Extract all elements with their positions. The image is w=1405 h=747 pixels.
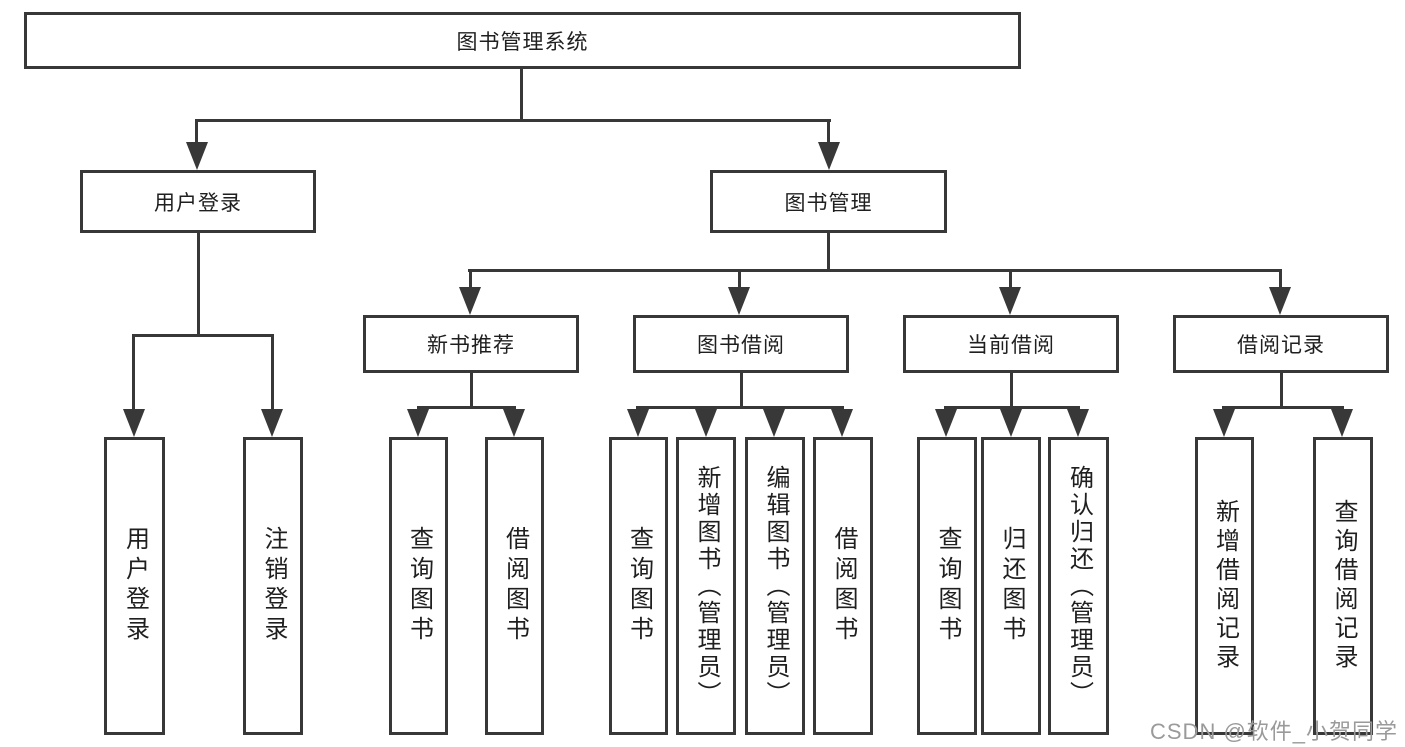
connector-line <box>827 233 830 272</box>
arrow-down-icon <box>1331 409 1353 437</box>
leaf-bb-edit-books-admin: 编辑图书（管理员） <box>745 437 805 735</box>
node-user-login: 用户登录 <box>80 170 316 233</box>
connector-line <box>738 269 741 291</box>
arrow-down-icon <box>1269 287 1291 315</box>
leaf-nbr-borrow-books: 借阅图书 <box>485 437 544 735</box>
leaf-logout-login-label: 注销登录 <box>260 526 287 646</box>
arrow-down-icon <box>123 409 145 437</box>
arrow-down-icon <box>818 142 840 170</box>
leaf-br-query-record: 查询借阅记录 <box>1313 437 1373 735</box>
arrow-down-icon <box>999 287 1021 315</box>
node-borrowing-records-label: 借阅记录 <box>1237 334 1325 357</box>
arrow-down-icon <box>503 409 525 437</box>
leaf-br-add-record: 新增借阅记录 <box>1195 437 1254 735</box>
arrow-down-icon <box>1000 409 1022 437</box>
connector-line <box>944 406 1080 409</box>
connector-line <box>1010 373 1013 409</box>
connector-line <box>1280 373 1283 409</box>
node-book-borrowing-label: 图书借阅 <box>697 334 785 357</box>
connector-line <box>1009 269 1012 291</box>
leaf-bb-query-books: 查询图书 <box>609 437 668 735</box>
leaf-cb-return-books: 归还图书 <box>981 437 1041 735</box>
node-user-login-label: 用户登录 <box>154 191 242 215</box>
arrow-down-icon <box>627 409 649 437</box>
arrow-down-icon <box>831 409 853 437</box>
arrow-down-icon <box>407 409 429 437</box>
connector-line <box>1279 269 1282 291</box>
node-root: 图书管理系统 <box>24 12 1021 69</box>
connector-line <box>197 233 200 337</box>
leaf-bb-add-books-admin: 新增图书（管理员） <box>676 437 736 735</box>
connector-line <box>740 373 743 409</box>
connector-line <box>195 119 831 122</box>
leaf-cb-confirm-return-admin-label: 确认归还（管理员） <box>1065 464 1093 708</box>
leaf-user-login: 用户登录 <box>104 437 165 735</box>
connector-line <box>827 119 830 146</box>
leaf-logout-login: 注销登录 <box>243 437 303 735</box>
node-book-management-label: 图书管理 <box>784 191 873 215</box>
connector-line <box>468 269 1282 272</box>
leaf-br-add-record-label: 新增借阅记录 <box>1211 499 1239 673</box>
arrow-down-icon <box>261 409 283 437</box>
watermark: CSDN @软件_小贺同学 <box>1150 719 1399 744</box>
connector-line <box>132 334 135 412</box>
arrow-down-icon <box>459 287 481 315</box>
node-current-borrowing-label: 当前借阅 <box>967 334 1055 357</box>
node-new-book-recommend-label: 新书推荐 <box>427 334 515 357</box>
node-book-management: 图书管理 <box>710 170 947 233</box>
leaf-br-query-record-label: 查询借阅记录 <box>1330 499 1357 673</box>
leaf-bb-add-books-admin-label: 新增图书（管理员） <box>693 464 720 708</box>
leaf-cb-query-books: 查询图书 <box>917 437 977 735</box>
connector-line <box>520 68 523 122</box>
connector-line <box>271 334 274 412</box>
leaf-nbr-query-books-label: 查询图书 <box>405 526 433 646</box>
leaf-bb-borrow-books-label: 借阅图书 <box>830 526 857 646</box>
leaf-user-login-label: 用户登录 <box>121 526 149 646</box>
arrow-down-icon <box>728 287 750 315</box>
connector-line <box>417 406 516 409</box>
node-root-label: 图书管理系统 <box>456 30 589 54</box>
leaf-nbr-borrow-books-label: 借阅图书 <box>501 526 529 646</box>
leaf-cb-return-books-label: 归还图书 <box>998 526 1025 646</box>
connector-line <box>195 119 198 146</box>
leaf-bb-edit-books-admin-label: 编辑图书（管理员） <box>762 464 789 708</box>
arrow-down-icon <box>1067 409 1089 437</box>
leaf-cb-confirm-return-admin: 确认归还（管理员） <box>1048 437 1109 735</box>
leaf-cb-query-books-label: 查询图书 <box>934 526 961 646</box>
leaf-nbr-query-books: 查询图书 <box>389 437 448 735</box>
arrow-down-icon <box>1213 409 1235 437</box>
leaf-bb-query-books-label: 查询图书 <box>625 526 653 646</box>
node-borrowing-records: 借阅记录 <box>1173 315 1389 373</box>
node-new-book-recommend: 新书推荐 <box>363 315 579 373</box>
leaf-bb-borrow-books: 借阅图书 <box>813 437 873 735</box>
arrow-down-icon <box>763 409 785 437</box>
connector-line <box>1222 406 1344 409</box>
connector-line <box>469 269 472 291</box>
connector-line <box>132 334 274 337</box>
arrow-down-icon <box>186 142 208 170</box>
node-book-borrowing: 图书借阅 <box>633 315 849 373</box>
arrow-down-icon <box>695 409 717 437</box>
connector-line <box>636 406 844 409</box>
arrow-down-icon <box>935 409 957 437</box>
connector-line <box>470 373 473 409</box>
node-current-borrowing: 当前借阅 <box>903 315 1119 373</box>
